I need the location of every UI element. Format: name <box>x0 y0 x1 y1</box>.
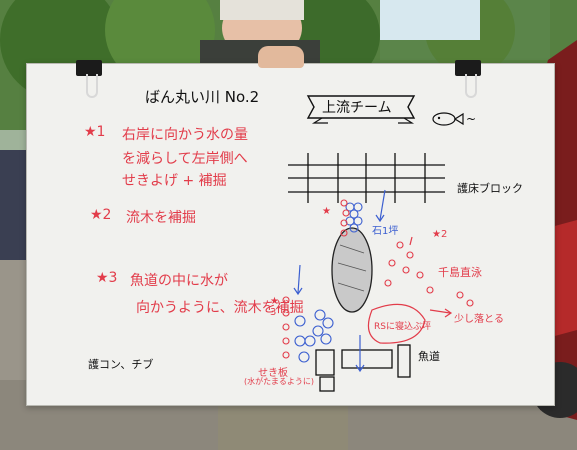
footer-note: 護コン、チブ <box>88 358 154 371</box>
star-3-number: 3 <box>270 307 277 318</box>
fishway-label: 魚道 <box>418 350 440 363</box>
fish-tilde: ~ <box>466 112 477 126</box>
note-1-line-2: を減らして左岸側へ <box>122 151 248 167</box>
fish-icon <box>432 112 464 126</box>
note-2-line-1: 流木を補掘 <box>126 210 196 226</box>
note-1-star: ★1 <box>84 124 106 140</box>
whiteboard <box>26 63 555 406</box>
big-stone-label: RSに寝込ぶ坪 <box>374 322 431 332</box>
star-3-marker: ★ <box>270 296 279 307</box>
hand <box>258 46 304 68</box>
note-3-line-2: 向かうように、流木を補掘 <box>136 300 304 316</box>
banner-text: 上流チーム <box>322 100 392 116</box>
river-diagram <box>282 153 474 392</box>
weir-note-label: (水がたまるように) <box>244 377 315 386</box>
weir-label: せき板 <box>258 368 288 379</box>
note-1-line-3: せきよげ + 補掘 <box>122 173 227 189</box>
banner-ribbon <box>306 95 416 124</box>
note-2-star: ★2 <box>90 207 112 223</box>
note-1-line-1: 右岸に向かう水の量 <box>122 127 248 143</box>
binder-clip-left <box>76 60 102 98</box>
drop-label: 少し落とる <box>454 314 504 325</box>
binder-clip-right <box>455 60 481 98</box>
board-title: ばん丸い川 No.2 <box>145 88 260 106</box>
star-1-marker: ★ <box>322 206 331 217</box>
protection-block-label: 護床ブロック <box>457 182 523 195</box>
note-3-star: ★3 <box>96 270 118 286</box>
star-2-marker: ★2 <box>432 229 448 240</box>
fish-nest-label: 千島直泳 <box>438 266 482 279</box>
protection-block-grid <box>288 153 445 203</box>
note-3-line-1: 魚道の中に水が <box>130 273 228 289</box>
stone-label: 石1坪 <box>372 226 399 237</box>
